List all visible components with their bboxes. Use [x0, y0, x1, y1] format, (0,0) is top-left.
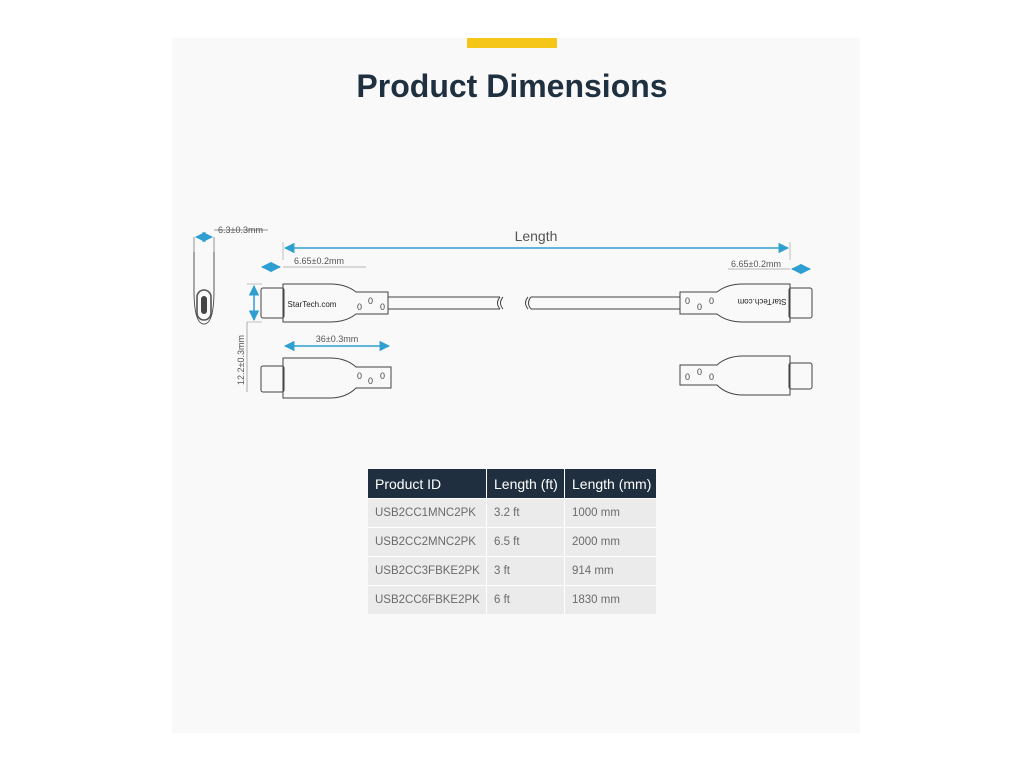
length-mm-cell: 1000 mm: [564, 498, 656, 528]
svg-text:0: 0: [685, 372, 690, 382]
svg-text:0: 0: [380, 371, 385, 381]
length-ft-cell: 3.2 ft: [486, 498, 565, 528]
length-ft-cell: 3 ft: [486, 556, 565, 586]
svg-text:0: 0: [380, 302, 385, 312]
svg-text:0: 0: [697, 302, 702, 312]
column-header-length-ft: Length (ft): [486, 469, 565, 499]
length-label: Length: [515, 228, 558, 244]
thickness-label: 6.3±0.3mm: [218, 225, 263, 235]
svg-text:0: 0: [357, 371, 362, 381]
product-id-cell: USB2CC3FBKE2PK: [368, 556, 487, 586]
product-table: Product ID Length (ft) Length (mm) USB2C…: [368, 469, 656, 614]
product-id-cell: USB2CC6FBKE2PK: [368, 585, 487, 614]
column-header-product-id: Product ID: [368, 469, 487, 499]
content-panel: [172, 38, 860, 733]
table-row: USB2CC3FBKE2PK 3 ft 914 mm: [368, 556, 656, 586]
side-view-connector: 6.3±0.3mm: [193, 225, 268, 325]
height-label: 12.2±0.3mm: [236, 335, 246, 385]
accent-bar: [467, 38, 557, 48]
left-connector-bottom: 0 0 0: [260, 357, 392, 399]
length-ft-cell: 6.5 ft: [486, 527, 565, 557]
svg-text:0: 0: [709, 372, 714, 382]
product-id-cell: USB2CC2MNC2PK: [368, 527, 487, 557]
table-row: USB2CC1MNC2PK 3.2 ft 1000 mm: [368, 498, 656, 528]
table-row: USB2CC2MNC2PK 6.5 ft 2000 mm: [368, 527, 656, 557]
brand-logo-left: StarTech.com: [288, 300, 337, 309]
column-header-length-mm: Length (mm): [564, 469, 656, 499]
page-title: Product Dimensions: [356, 68, 668, 104]
right-connector-top: 0 0 0: [525, 283, 813, 323]
brand-logo-right: StarTech.com: [737, 297, 786, 306]
right-connector-bottom: 0 0 0: [679, 355, 813, 396]
svg-text:0: 0: [368, 376, 373, 386]
svg-text:0: 0: [697, 367, 702, 377]
length-mm-cell: 1830 mm: [564, 585, 656, 614]
svg-text:0: 0: [357, 302, 362, 312]
left-tip-label: 6.65±0.2mm: [294, 256, 344, 266]
svg-text:0: 0: [368, 296, 373, 306]
table-row: USB2CC6FBKE2PK 6 ft 1830 mm: [368, 585, 656, 614]
length-mm-cell: 914 mm: [564, 556, 656, 586]
svg-text:0: 0: [709, 296, 714, 306]
length-mm-cell: 2000 mm: [564, 527, 656, 557]
left-connector-top: 0 0 0: [260, 283, 504, 323]
connector-length-label: 36±0.3mm: [316, 334, 358, 344]
svg-text:0: 0: [685, 296, 690, 306]
length-ft-cell: 6 ft: [486, 585, 565, 614]
product-id-cell: USB2CC1MNC2PK: [368, 498, 487, 528]
table-header-row: Product ID Length (ft) Length (mm): [368, 469, 656, 499]
right-tip-label: 6.65±0.2mm: [731, 259, 781, 269]
